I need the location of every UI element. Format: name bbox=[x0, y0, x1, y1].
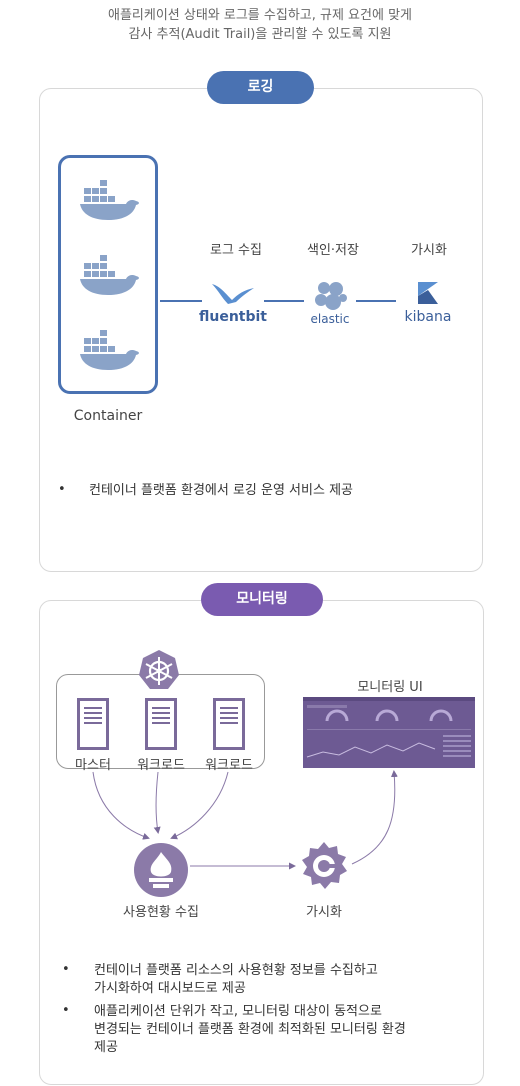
step-label-index: 색인·저장 bbox=[307, 243, 359, 258]
monitoring-bullet-1-line: 컨테이너 플랫폼 리소스의 사용현황 정보를 수집하고 bbox=[94, 963, 378, 978]
monitoring-bullet-2-line: 제공 bbox=[94, 1040, 118, 1055]
monitoring-bullet-2-line: 변경되는 컨테이너 플랫폼 환경에 최적화된 모니터링 환경 bbox=[94, 1022, 406, 1037]
container-box bbox=[58, 155, 158, 394]
kubernetes-icon bbox=[139, 650, 179, 689]
node-label-workload: 워크로드 bbox=[137, 758, 185, 773]
grafana-icon bbox=[302, 842, 347, 889]
monitoring-bullet-1-line: 가시화하여 대시보드로 제공 bbox=[94, 981, 246, 996]
monitoring-ui-label: 모니터링 UI bbox=[357, 680, 423, 695]
collect-label: 사용현황 수집 bbox=[123, 905, 199, 920]
elastic-icon bbox=[315, 282, 347, 310]
visualize-label: 가시화 bbox=[306, 905, 342, 920]
logging-title: 로깅 bbox=[207, 71, 314, 104]
bullet-dot: • bbox=[62, 1003, 70, 1018]
kibana-icon bbox=[418, 282, 438, 304]
step-label-visualize: 가시화 bbox=[411, 243, 447, 258]
logging-bullet-1: 컨테이너 플랫폼 환경에서 로깅 운영 서비스 제공 bbox=[89, 483, 353, 498]
bullet-dot: • bbox=[62, 962, 70, 977]
container-label: Container bbox=[73, 408, 143, 424]
node-label-master: 마스터 bbox=[75, 758, 111, 773]
monitoring-title: 모니터링 bbox=[201, 583, 323, 616]
kibana-logo-text: kibana bbox=[404, 309, 452, 325]
step-label-collect: 로그 수집 bbox=[210, 243, 262, 258]
server-icon bbox=[77, 698, 109, 750]
fluentbit-bird-icon bbox=[212, 284, 254, 304]
server-icon bbox=[145, 698, 177, 750]
monitoring-bullet-1: 컨테이너 플랫폼 리소스의 사용현황 정보를 수집하고 가시화하여 대시보드로 … bbox=[94, 962, 484, 998]
fluentbit-logo-text: fluentbit bbox=[198, 309, 267, 325]
monitoring-bullet-2: 애플리케이션 단위가 작고, 모니터링 대상이 동적으로 변경되는 컨테이너 플… bbox=[94, 1003, 484, 1057]
server-icon bbox=[213, 698, 245, 750]
docker-icon bbox=[80, 255, 139, 295]
elastic-logo-text: elastic bbox=[310, 312, 350, 326]
logging-card bbox=[39, 88, 483, 572]
monitoring-bullet-2-line: 애플리케이션 단위가 작고, 모니터링 대상이 동적으로 bbox=[94, 1004, 382, 1019]
docker-icon bbox=[80, 330, 139, 370]
intro-line-2: 감사 추적(Audit Trail)을 관리할 수 있도록 지원 bbox=[128, 27, 392, 42]
node-label-workload: 워크로드 bbox=[205, 758, 253, 773]
logging-connectors bbox=[160, 300, 396, 302]
docker-icon bbox=[80, 180, 139, 220]
prometheus-icon bbox=[134, 843, 188, 897]
intro-line-1: 애플리케이션 상태와 로그를 수집하고, 규제 요건에 맞게 bbox=[107, 8, 412, 23]
bullet-dot: • bbox=[58, 482, 66, 497]
dashboard-thumbnail bbox=[303, 697, 475, 768]
